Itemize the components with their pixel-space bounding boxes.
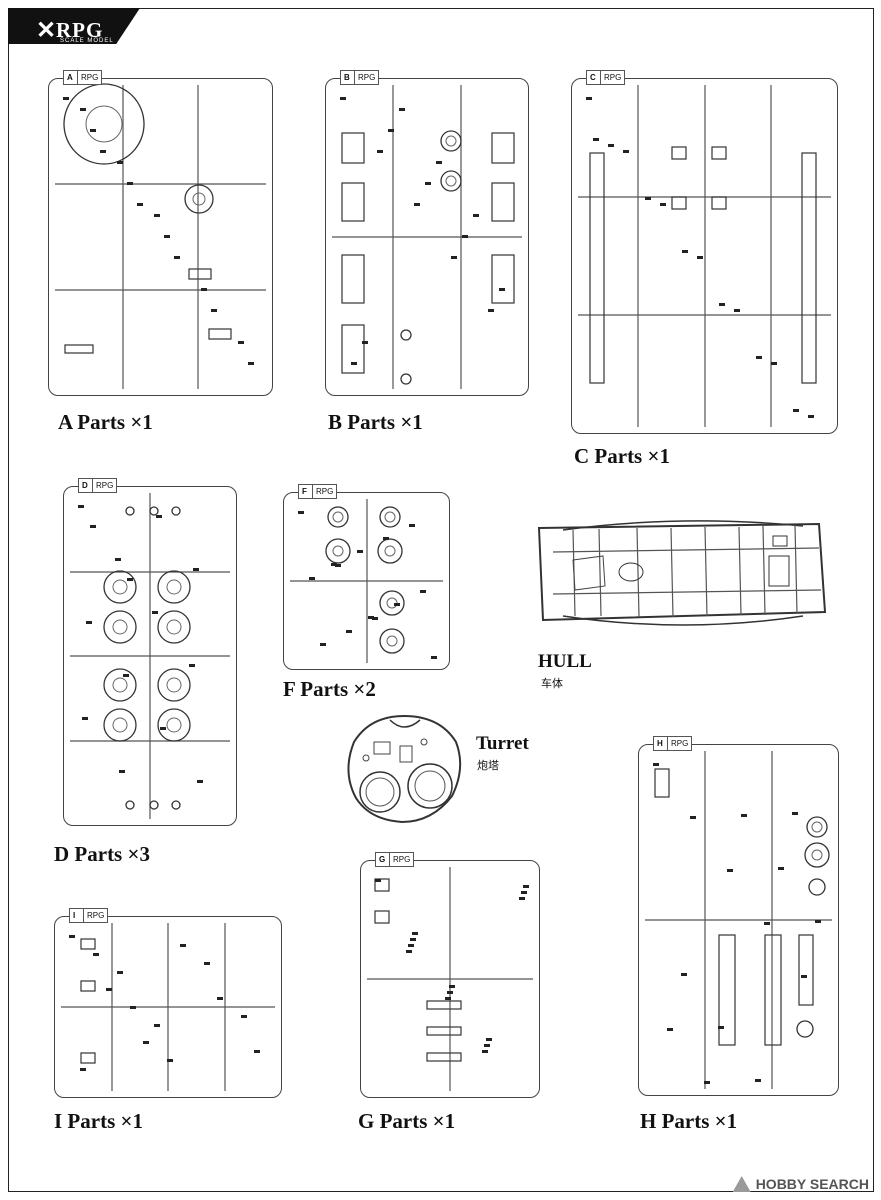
sprue-f-label: F Parts ×2 [283,677,376,701]
sprue-d-label: D Parts ×3 [54,842,150,866]
hobby-search-logo-icon [732,1176,751,1192]
brand-logo: ✕ RPG SCALE MODEL [8,8,140,44]
sheet-frame [8,8,874,1192]
sprue-i-label: I Parts ×1 [54,1109,143,1133]
turret-label: Turret [476,733,529,754]
turret-label-cn: 炮塔 [477,759,499,772]
hull-label: HULL [538,651,592,672]
hull-diagram [533,516,829,628]
hull-label-cn: 车体 [541,677,563,690]
sprue-a-label: A Parts ×1 [58,410,153,434]
sprue-b-label: B Parts ×1 [328,410,423,434]
turret-diagram [340,712,468,824]
brand-logo-text: RPG [56,18,104,42]
sprue-c-label: C Parts ×1 [574,444,670,468]
sprue-h-label: H Parts ×1 [640,1109,738,1133]
watermark-text: HOBBY SEARCH [755,1176,869,1192]
sprue-g-label: G Parts ×1 [358,1109,456,1133]
hobby-search-watermark: HOBBY SEARCH [732,1176,869,1192]
rpg-logo-icon: ✕ [36,18,57,44]
brand-logo-subtext: SCALE MODEL [60,38,114,44]
